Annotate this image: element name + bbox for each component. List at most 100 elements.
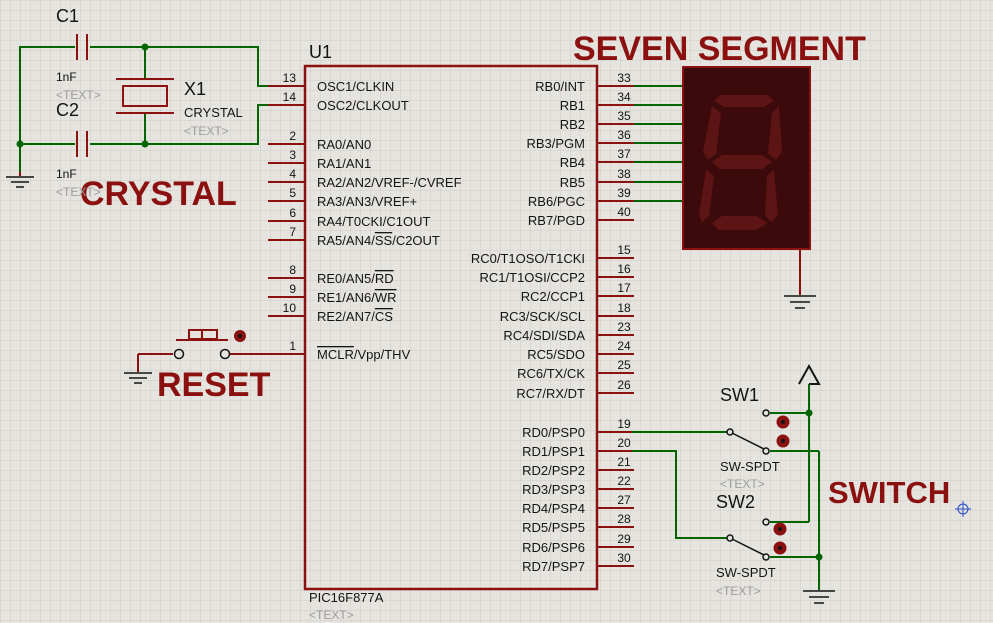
capacitor-c1[interactable]: C1 1nF <TEXT> — [56, 6, 101, 102]
c2-value: 1nF — [56, 167, 77, 181]
mcu-part-number: PIC16F877A — [309, 590, 384, 605]
sw1-text-placeholder: <TEXT> — [720, 477, 765, 491]
pin-number: 30 — [617, 551, 631, 565]
pin-name-ra2-an2-vref-cvref: RA2/AN2/VREF-/CVREF — [317, 175, 462, 190]
switch-circuit: SW1 SW-SPDT <TEXT> SW2 SW-SPDT <TEXT> — [632, 363, 835, 604]
pin-name-re1-an6-wr: RE1/AN6/WR — [317, 290, 397, 305]
seven-segment-display[interactable] — [634, 66, 816, 309]
pin-name-mclr-vpp-thv: MCLR/Vpp/THV — [317, 347, 411, 362]
pin-number: 5 — [289, 186, 296, 200]
sw1-ref: SW1 — [720, 385, 759, 405]
pin-number: 4 — [289, 167, 296, 181]
pin-number: 39 — [617, 186, 631, 200]
pin-name-rc7-rx-dt: RC7/RX/DT — [516, 386, 585, 401]
seven-segment-title: SEVEN SEGMENT — [573, 30, 866, 68]
mcu-right-pins: 33RB0/INT34RB135RB236RB3/PGM37RB438RB539… — [471, 71, 634, 574]
switch-sw2[interactable]: SW2 SW-SPDT <TEXT> — [716, 492, 787, 598]
pin-name-rd0-psp0: RD0/PSP0 — [522, 425, 585, 440]
pin-name-ra5-an4-ss-c2out: RA5/AN4/SS/C2OUT — [317, 233, 440, 248]
pin-number: 17 — [617, 281, 631, 295]
sw1-type: SW-SPDT — [720, 459, 780, 474]
pin-name-rb2: RB2 — [560, 117, 585, 132]
pin-number: 1 — [289, 339, 296, 353]
pic16f877a-microcontroller[interactable]: U1 PIC16F877A <TEXT> 13OSC1/CLKIN14OSC2/… — [268, 42, 634, 622]
pin-name-rd3-psp3: RD3/PSP3 — [522, 482, 585, 497]
pin-number: 15 — [617, 243, 631, 257]
pin-name-ra4-t0cki-c1out: RA4/T0CKI/C1OUT — [317, 214, 431, 229]
mcu-ref: U1 — [309, 42, 332, 62]
crosshair-icon — [955, 501, 971, 517]
pin-name-rd7-psp7: RD7/PSP7 — [522, 559, 585, 574]
pin-name-osc1-clkin: OSC1/CLKIN — [317, 79, 394, 94]
switch-sw1[interactable]: SW1 SW-SPDT <TEXT> — [720, 385, 790, 491]
pin-number: 10 — [283, 301, 297, 315]
pin-number: 36 — [617, 128, 631, 142]
pin-name-rb3-pgm: RB3/PGM — [526, 136, 585, 151]
pin-name-rc3-sck-scl: RC3/SCK/SCL — [500, 309, 585, 324]
pin-name-rd1-psp1: RD1/PSP1 — [522, 444, 585, 459]
reset-pushbutton[interactable] — [173, 329, 247, 360]
pin-name-rb4: RB4 — [560, 155, 585, 170]
pin-name-rb0-int: RB0/INT — [535, 79, 585, 94]
c1-text-placeholder: <TEXT> — [56, 88, 101, 102]
x1-text-placeholder: <TEXT> — [184, 124, 229, 138]
pin-name-ra1-an1: RA1/AN1 — [317, 156, 371, 171]
reset-annotation: RESET — [157, 366, 271, 404]
mcu-text-placeholder: <TEXT> — [309, 608, 354, 622]
sw2-ref: SW2 — [716, 492, 755, 512]
pin-number: 9 — [289, 282, 296, 296]
pin-name-rc0-t1oso-t1cki: RC0/T1OSO/T1CKI — [471, 251, 585, 266]
pin-number: 29 — [617, 532, 631, 546]
sw2-type: SW-SPDT — [716, 565, 776, 580]
switch-annotation: SWITCH — [828, 475, 950, 510]
ground-symbol — [6, 172, 34, 188]
pin-number: 22 — [617, 474, 631, 488]
capacitor-c2[interactable]: C2 1nF <TEXT> — [56, 100, 101, 199]
crystal-x1[interactable]: X1 CRYSTAL <TEXT> — [116, 78, 243, 138]
ground-symbol — [784, 295, 816, 309]
pin-number: 6 — [289, 206, 296, 220]
pin-name-rb1: RB1 — [560, 98, 585, 113]
oscillator-circuit: C1 1nF <TEXT> C2 1nF <TEXT> X1 CRYSTAL <… — [6, 6, 268, 199]
pin-number: 14 — [283, 90, 297, 104]
c1-value: 1nF — [56, 70, 77, 84]
